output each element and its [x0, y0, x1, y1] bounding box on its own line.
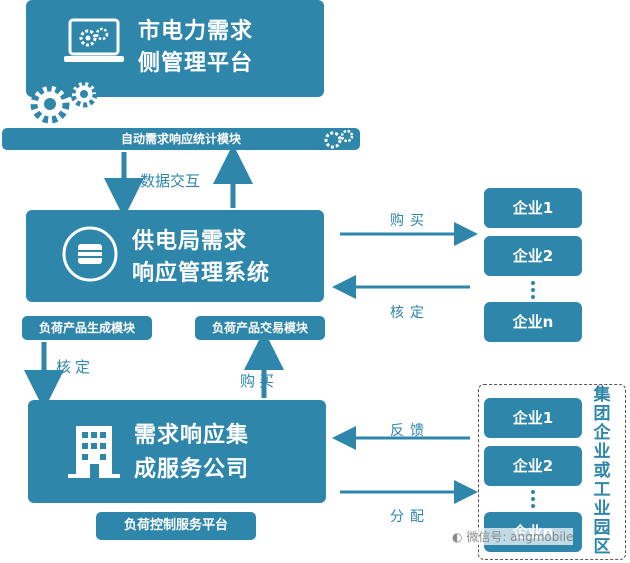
- integrator-title-2: 成服务公司: [134, 457, 250, 482]
- group-char: 团: [593, 404, 611, 424]
- group-char: 工: [593, 480, 611, 500]
- load-control-platform: 负荷控制服务平台: [96, 512, 256, 540]
- city-platform-box: [26, 0, 324, 97]
- allocate-label: 分配: [390, 509, 430, 525]
- gear-icon: [22, 74, 106, 130]
- group-char: 区: [593, 537, 611, 557]
- supply-bureau-title-2: 响应管理系统: [132, 261, 271, 286]
- verify-label: 核定: [390, 305, 430, 321]
- enterprise-top-2: 企业2: [484, 236, 582, 276]
- watermark: ◐ 微信号: angmobile: [452, 528, 574, 545]
- buy-label: 购买: [390, 213, 430, 229]
- enterprise-bottom-1: 企业1: [484, 398, 582, 438]
- building-icon: [68, 420, 120, 480]
- integrator-title-1: 需求响应集: [134, 423, 250, 448]
- verify-down-label: 核定: [56, 358, 95, 376]
- data-exchange-label: 数据交互: [140, 172, 201, 190]
- module-label: 自动需求响应统计模块: [120, 132, 241, 146]
- ellipsis-dot: [531, 497, 535, 501]
- enterprise-top-1: 企业1: [484, 188, 582, 228]
- group-char: 或: [593, 461, 611, 481]
- feedback-label: 反馈: [390, 423, 430, 439]
- watermark-text: 微信号: angmobile: [466, 530, 574, 544]
- load-product-gen-module: 负荷产品生成模块: [22, 316, 152, 340]
- wechat-icon: ◐: [452, 530, 463, 544]
- group-box: [478, 384, 626, 560]
- group-vertical-label: 集 团 企 业 或 工 业 园 区: [590, 386, 614, 557]
- supply-bureau-box: [26, 210, 324, 302]
- city-platform-title-2: 侧管理平台: [138, 51, 254, 76]
- enterprise-bottom-2: 企业2: [484, 446, 582, 486]
- database-icon: [62, 226, 118, 282]
- group-char: 集: [593, 385, 611, 405]
- small-gear-icon: [322, 128, 356, 150]
- laptop-gear-icon: [62, 16, 126, 74]
- enterprise-top-n: 企业n: [484, 302, 582, 342]
- platform-label: 负荷控制服务平台: [123, 518, 228, 533]
- group-char: 企: [593, 423, 611, 443]
- ellipsis-dot: [531, 504, 535, 508]
- ellipsis-dot: [531, 295, 535, 299]
- group-char: 业: [593, 442, 611, 462]
- group-char: 业: [593, 499, 611, 519]
- ellipsis-dot: [531, 288, 535, 292]
- ellipsis-dot: [531, 490, 535, 494]
- city-platform-title-1: 市电力需求: [138, 19, 254, 44]
- auto-dr-stat-module: 自动需求响应统计模块: [2, 128, 360, 150]
- ellipsis-dot: [531, 281, 535, 285]
- group-char: 园: [593, 518, 611, 538]
- gen-module-label: 负荷产品生成模块: [38, 321, 135, 335]
- supply-bureau-title-1: 供电局需求: [132, 229, 248, 254]
- load-product-trade-module: 负荷产品交易模块: [195, 316, 325, 340]
